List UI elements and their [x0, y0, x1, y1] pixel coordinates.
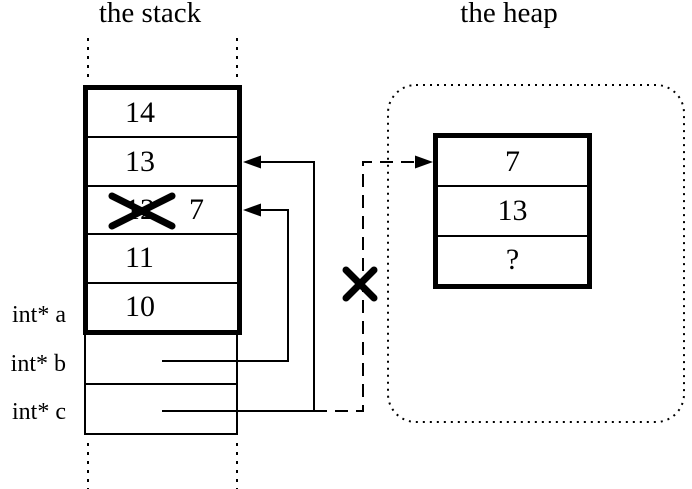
- pointer-variable-cells: [84, 335, 238, 435]
- heap-cell-1-value: 13: [497, 193, 528, 227]
- heap-cell-2: ?: [438, 234, 587, 284]
- stack-title: the stack: [98, 0, 202, 29]
- pointer-label-b: int* b: [10, 351, 66, 377]
- heap-cell-1: 13: [438, 185, 587, 234]
- pointer-label-a: int* a: [12, 302, 66, 328]
- dangling-x-icon: [342, 266, 378, 302]
- stack-cell-4: 10: [88, 281, 237, 330]
- pointer-c-arrowhead-icon: [243, 155, 261, 169]
- heap-cell-2-value: ?: [505, 243, 520, 277]
- heap-object-box: 7 13 ?: [433, 133, 592, 289]
- pointer-label-c: int* c: [12, 399, 66, 425]
- stack-cell-3: 11: [88, 233, 237, 281]
- pointer-cell-b: [86, 335, 236, 383]
- dangling-pointer-arrowhead-icon: [415, 155, 433, 169]
- dangling-pointer-dashed-line: [314, 161, 416, 412]
- stack-cell-1: 13: [88, 136, 237, 184]
- stack-cell-1-value: 13: [125, 144, 155, 178]
- heap-cell-0: 7: [438, 138, 587, 185]
- stack-cell-2-old-value: 12: [125, 193, 155, 227]
- pointer-b-arrowhead-icon: [243, 203, 261, 217]
- stack-cell-2-new-value: 7: [189, 193, 204, 227]
- heap-title: the heap: [460, 0, 558, 29]
- stack-frame-box: 14 13 12 7 11 10: [83, 85, 242, 335]
- stack-cell-2: 12 7: [88, 184, 237, 233]
- stack-cell-3-value: 11: [125, 241, 154, 275]
- stack-cell-4-value: 10: [125, 289, 155, 323]
- stack-cell-0-value: 14: [125, 96, 155, 130]
- stack-cell-0: 14: [88, 90, 237, 136]
- heap-cell-0-value: 7: [505, 144, 520, 178]
- pointer-cell-c: [86, 383, 236, 433]
